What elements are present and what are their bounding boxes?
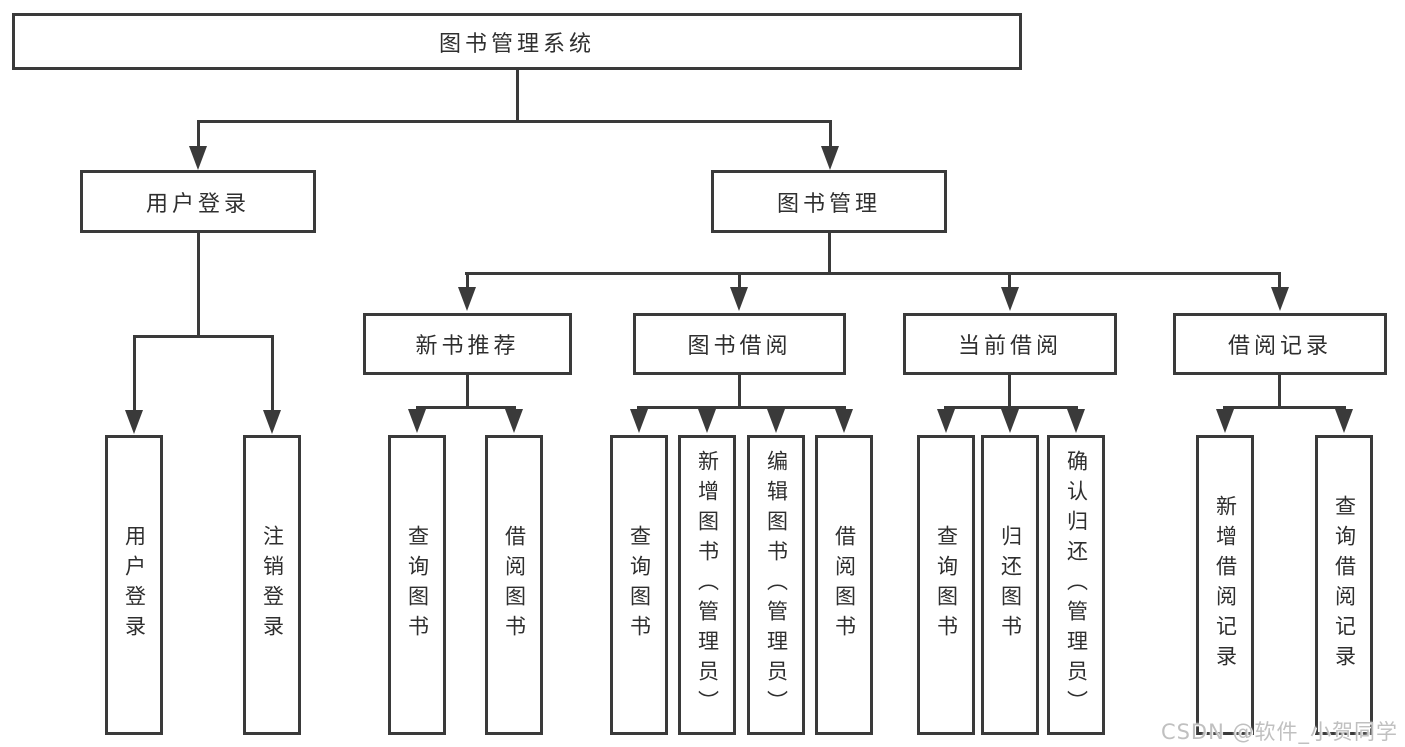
leaf-bb-borrow-books-label: 借阅图书 (832, 525, 857, 645)
node-root: 图书管理系统 (12, 13, 1022, 70)
leaf-br-add-record-label: 新增借阅记录 (1213, 495, 1238, 675)
connector-current-borrowing-hline (944, 406, 1078, 409)
connector-user-login-hline (133, 335, 274, 338)
leaf-bb-query-books: 查询图书 (610, 435, 668, 735)
node-current-borrowing: 当前借阅 (903, 313, 1117, 375)
connector-root-drop (516, 70, 519, 120)
leaf-bb-borrow-books: 借阅图书 (815, 435, 873, 735)
connector-new-book-drop (466, 375, 469, 406)
connector-root-hline (197, 120, 831, 123)
leaf-cb-return-books-label: 归还图书 (998, 525, 1023, 645)
node-new-book-recommendation-label: 新书推荐 (415, 334, 520, 359)
leaf-nb-borrow-books: 借阅图书 (485, 435, 543, 735)
connector-borrowing-records-hline (1223, 406, 1346, 409)
leaf-br-query-record: 查询借阅记录 (1315, 435, 1373, 735)
leaf-br-add-record: 新增借阅记录 (1196, 435, 1254, 735)
arrowhead-leaf-logout (263, 410, 281, 434)
leaf-cb-query-books-label: 查询图书 (934, 525, 959, 645)
node-borrowing-records-label: 借阅记录 (1227, 334, 1332, 359)
connector-to-user-login (197, 120, 200, 148)
leaf-cb-confirm-return-admin-label: 确认归还（管理员） (1064, 450, 1089, 720)
arrowhead-current-borrowing (1001, 287, 1019, 311)
leaf-user-login: 用户登录 (105, 435, 163, 735)
node-new-book-recommendation: 新书推荐 (363, 313, 572, 375)
leaf-logout-label: 注销登录 (260, 525, 285, 645)
connector-to-current-borrowing (1008, 272, 1011, 289)
connector-to-borrowing-records (1278, 272, 1281, 289)
arrowhead-user-login (189, 146, 207, 170)
watermark: CSDN @软件_小贺同学 (1160, 720, 1398, 744)
connector-borrowing-records-drop (1278, 375, 1281, 406)
leaf-bb-add-books-admin-label: 新增图书（管理员） (695, 450, 720, 720)
arrowhead-bb-edit-books (767, 409, 785, 433)
connector-to-book-management (829, 120, 832, 148)
arrowhead-leaf-user-login (125, 410, 143, 434)
arrowhead-new-book (458, 287, 476, 311)
node-user-login-label: 用户登录 (145, 191, 250, 217)
arrowhead-br-add-record (1216, 409, 1234, 433)
connector-new-book-hline (416, 406, 516, 409)
node-book-management: 图书管理 (711, 170, 947, 233)
node-borrowing-records: 借阅记录 (1173, 313, 1387, 375)
leaf-nb-query-books-label: 查询图书 (405, 525, 430, 645)
node-user-login: 用户登录 (80, 170, 316, 233)
arrowhead-cb-query-books (937, 409, 955, 433)
arrowhead-cb-confirm-return (1067, 409, 1085, 433)
arrowhead-bb-add-books (698, 409, 716, 433)
node-book-borrowing: 图书借阅 (633, 313, 846, 375)
connector-to-leaf-logout (271, 335, 274, 411)
connector-book-management-hline (465, 272, 1281, 275)
connector-to-new-book (466, 272, 469, 289)
leaf-cb-query-books: 查询图书 (917, 435, 975, 735)
leaf-bb-add-books-admin: 新增图书（管理员） (678, 435, 736, 735)
leaf-logout: 注销登录 (243, 435, 301, 735)
leaf-cb-return-books: 归还图书 (981, 435, 1039, 735)
arrowhead-bb-borrow-books (835, 409, 853, 433)
connector-book-management-drop (828, 233, 831, 272)
connector-book-borrowing-hline (637, 406, 846, 409)
arrowhead-book-management (821, 146, 839, 170)
arrowhead-nb-query-books (408, 409, 426, 433)
leaf-nb-query-books: 查询图书 (388, 435, 446, 735)
leaf-nb-borrow-books-label: 借阅图书 (502, 525, 527, 645)
node-book-borrowing-label: 图书借阅 (687, 334, 792, 359)
connector-to-leaf-user-login (133, 335, 136, 411)
arrowhead-bb-query-books (630, 409, 648, 433)
leaf-bb-edit-books-admin: 编辑图书（管理员） (747, 435, 805, 735)
arrowhead-borrowing-records (1271, 287, 1289, 311)
leaf-bb-edit-books-admin-label: 编辑图书（管理员） (764, 450, 789, 720)
connector-to-book-borrowing (738, 272, 741, 289)
arrowhead-br-query-record (1335, 409, 1353, 433)
leaf-bb-query-books-label: 查询图书 (627, 525, 652, 645)
connector-current-borrowing-drop (1008, 375, 1011, 406)
leaf-cb-confirm-return-admin: 确认归还（管理员） (1047, 435, 1105, 735)
connector-book-borrowing-drop (738, 375, 741, 406)
arrowhead-nb-borrow-books (505, 409, 523, 433)
connector-user-login-drop (197, 233, 200, 335)
leaf-br-query-record-label: 查询借阅记录 (1332, 495, 1357, 675)
leaf-user-login-label: 用户登录 (122, 525, 147, 645)
node-current-borrowing-label: 当前借阅 (957, 334, 1062, 359)
arrowhead-book-borrowing (730, 287, 748, 311)
arrowhead-cb-return-books (1001, 409, 1019, 433)
node-book-management-label: 图书管理 (776, 191, 881, 217)
node-root-label: 图书管理系统 (438, 31, 595, 57)
